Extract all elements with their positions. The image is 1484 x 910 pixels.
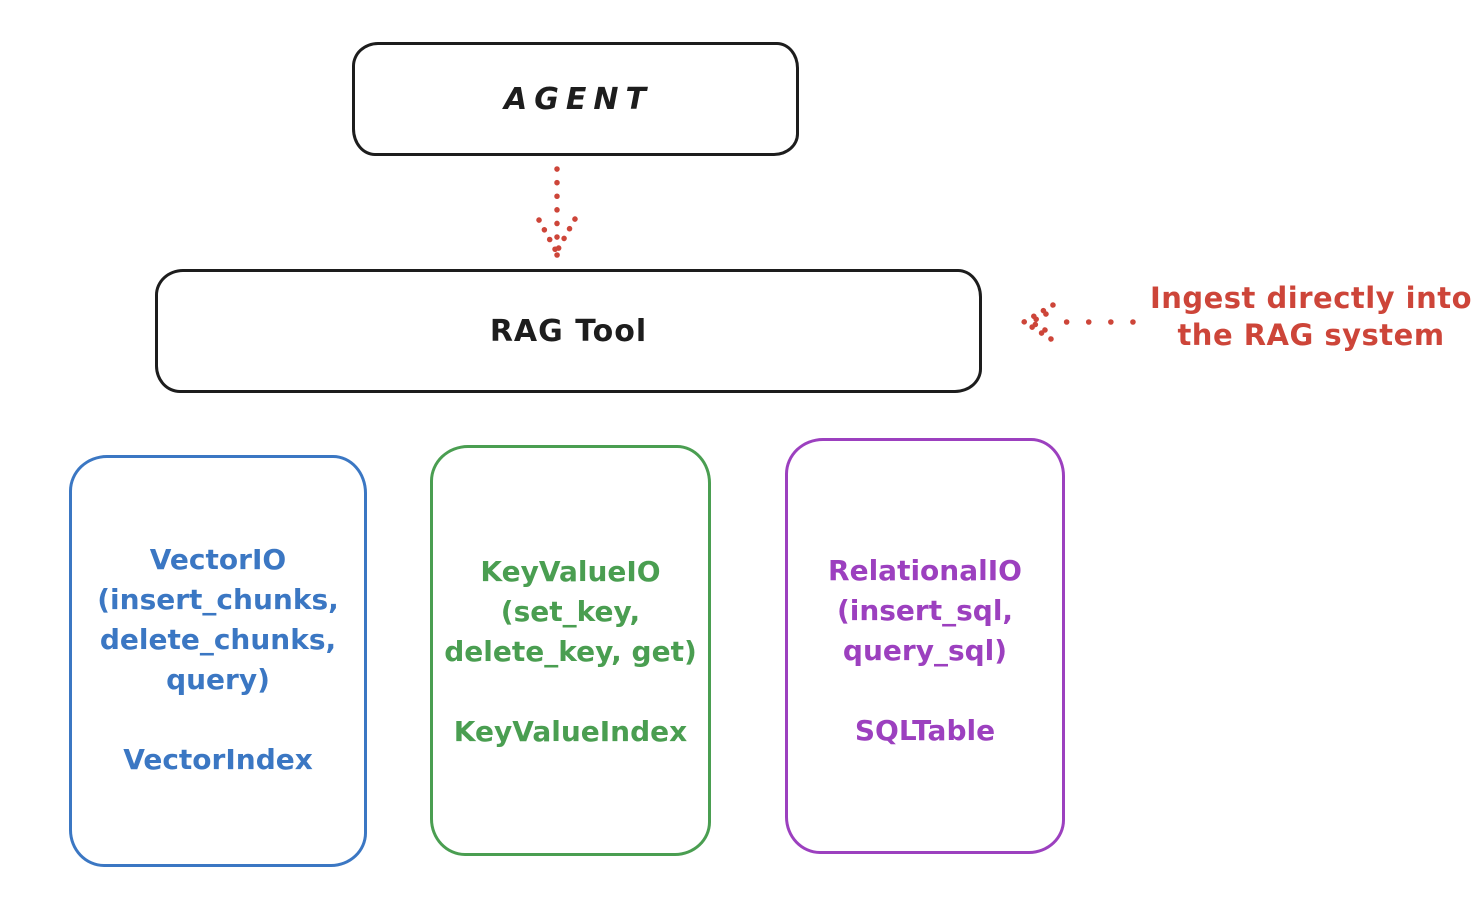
keyvalue-index-label: KeyValueIndex (453, 715, 688, 748)
relational-io-title: RelationalIO (828, 554, 1022, 587)
keyvalue-io-node: KeyValueIO (set_key, delete_key, get) Ke… (430, 445, 711, 856)
relational-io-node: RelationalIO (insert_sql, query_sql) SQL… (785, 438, 1065, 854)
sql-table-label: SQLTable (854, 714, 996, 747)
ingest-annotation: Ingest directly into the RAG system (1138, 280, 1484, 354)
annotation-to-rag-arrow (1021, 302, 1136, 342)
relational-io-method-line: query_sql) (842, 634, 1008, 667)
keyvalue-io-method-line: delete_key, get) (444, 635, 697, 668)
vector-io-title: VectorIO (149, 543, 287, 576)
agent-label: AGENT (504, 81, 653, 117)
rag-tool-node: RAG Tool (155, 269, 982, 393)
keyvalue-io-method-line: (set_key, (500, 595, 641, 628)
ingest-annotation-line1: Ingest directly into (1149, 281, 1473, 315)
vector-io-method-line: delete_chunks, (99, 623, 337, 656)
keyvalue-io-title: KeyValueIO (480, 555, 661, 588)
ingest-annotation-line2: the RAG system (1177, 318, 1445, 352)
vector-io-node: VectorIO (insert_chunks, delete_chunks, … (69, 455, 367, 867)
relational-io-method-line: (insert_sql, (836, 594, 1014, 627)
vector-index-label: VectorIndex (123, 743, 313, 776)
agent-node: AGENT (352, 42, 799, 156)
rag-tool-label: RAG Tool (489, 313, 648, 349)
vector-io-method-line: query) (166, 663, 270, 696)
vector-io-method-line: (insert_chunks, (97, 583, 339, 616)
agent-to-rag-arrow (536, 166, 578, 258)
